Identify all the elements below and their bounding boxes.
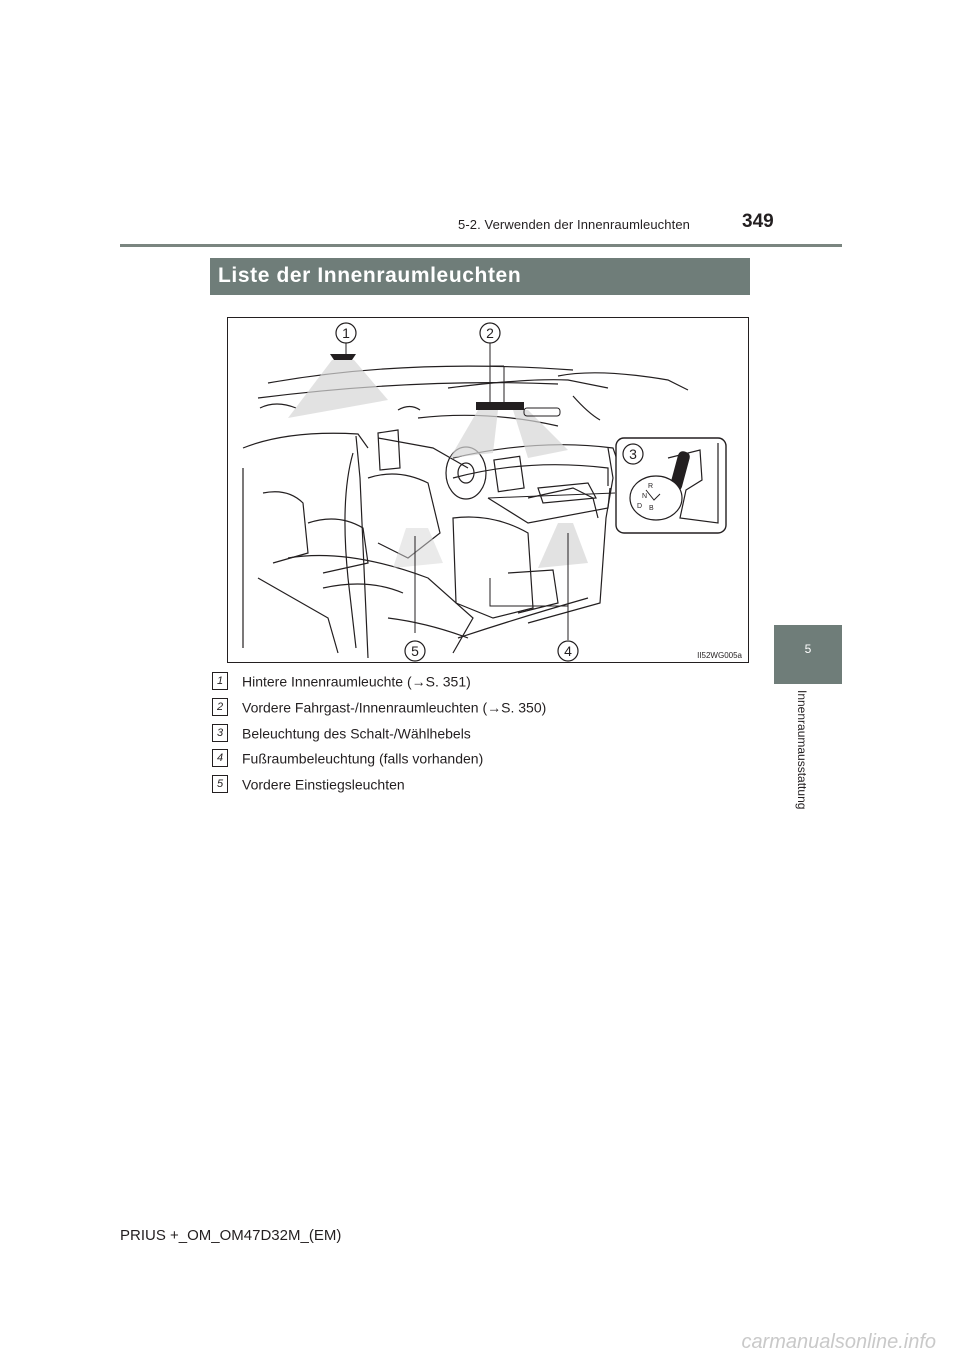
callout-2: 2 xyxy=(479,322,501,344)
item-number-box: 4 xyxy=(212,749,228,768)
section-title: Liste der Innenraumleuchten xyxy=(218,264,522,287)
section-title-bar: Liste der Innenraumleuchten xyxy=(210,258,750,295)
chapter-number: 5 xyxy=(804,642,812,656)
list-item: 4 Fußraumbeleuchtung (falls vorhanden) xyxy=(212,747,484,768)
item-number-box: 1 xyxy=(212,672,228,691)
item-text: Vordere Fahrgast-/Innenraumleuchten (→S.… xyxy=(242,699,547,716)
item-text: Beleuchtung des Schalt-/Wählhebels xyxy=(242,725,471,742)
item-text: Hintere Innenraumleuchte (→S. 351) xyxy=(242,673,471,690)
footer-code: PRIUS +_OM_OM47D32M_(EM) xyxy=(120,1227,342,1244)
list-item: 3 Beleuchtung des Schalt-/Wählhebels xyxy=(212,722,471,743)
callout-5-label: 5 xyxy=(411,643,419,659)
shift-letter-d: D xyxy=(637,503,642,510)
interior-lights-illustration: 1 2 5 4 3 R N D B II52WG005a xyxy=(227,317,749,663)
shift-letter-r: R xyxy=(648,483,653,490)
footwell-light-cone xyxy=(538,523,588,568)
callout-4-label: 4 xyxy=(564,643,572,659)
chapter-tab: 5 xyxy=(774,625,842,684)
list-item: 1 Hintere Innenraumleuchte (→S. 351) xyxy=(212,670,471,691)
chapter-label: Innenraumausstattung xyxy=(795,690,809,810)
callout-1-label: 1 xyxy=(342,325,350,341)
item-number-box: 5 xyxy=(212,775,228,794)
illustration-code: II52WG005a xyxy=(697,651,742,660)
front-interior-lamp xyxy=(450,402,568,458)
callout-3 xyxy=(622,443,644,465)
watermark: carmanualsonline.info xyxy=(741,1331,936,1353)
item-number-box: 2 xyxy=(212,698,228,717)
shift-letter-b: B xyxy=(649,505,654,512)
callout-3-label: 3 xyxy=(629,446,637,462)
header-section-title: 5-2. Verwenden der Innenraumleuchten xyxy=(458,217,690,232)
callout-4: 4 xyxy=(557,640,579,662)
list-item: 5 Vordere Einstiegsleuchten xyxy=(212,773,405,794)
rear-interior-lamp xyxy=(288,354,388,418)
header-divider xyxy=(120,244,842,247)
item-number-box: 3 xyxy=(212,724,228,743)
callout-2-label: 2 xyxy=(486,325,494,341)
shift-letter-n: N xyxy=(642,493,647,500)
item-text: Fußraumbeleuchtung (falls vorhanden) xyxy=(242,750,484,767)
callout-5: 5 xyxy=(404,640,426,662)
item-text: Vordere Einstiegsleuchten xyxy=(242,776,405,793)
step-light-cone xyxy=(393,528,443,568)
page-number: 349 xyxy=(742,211,774,232)
shift-lever-inset: 3 R N D B xyxy=(615,437,727,534)
list-item: 2 Vordere Fahrgast-/Innenraumleuchten (→S… xyxy=(212,696,547,717)
callout-1: 1 xyxy=(335,322,357,344)
car-interior-drawing: 1 2 5 4 3 R N D B xyxy=(242,322,727,662)
